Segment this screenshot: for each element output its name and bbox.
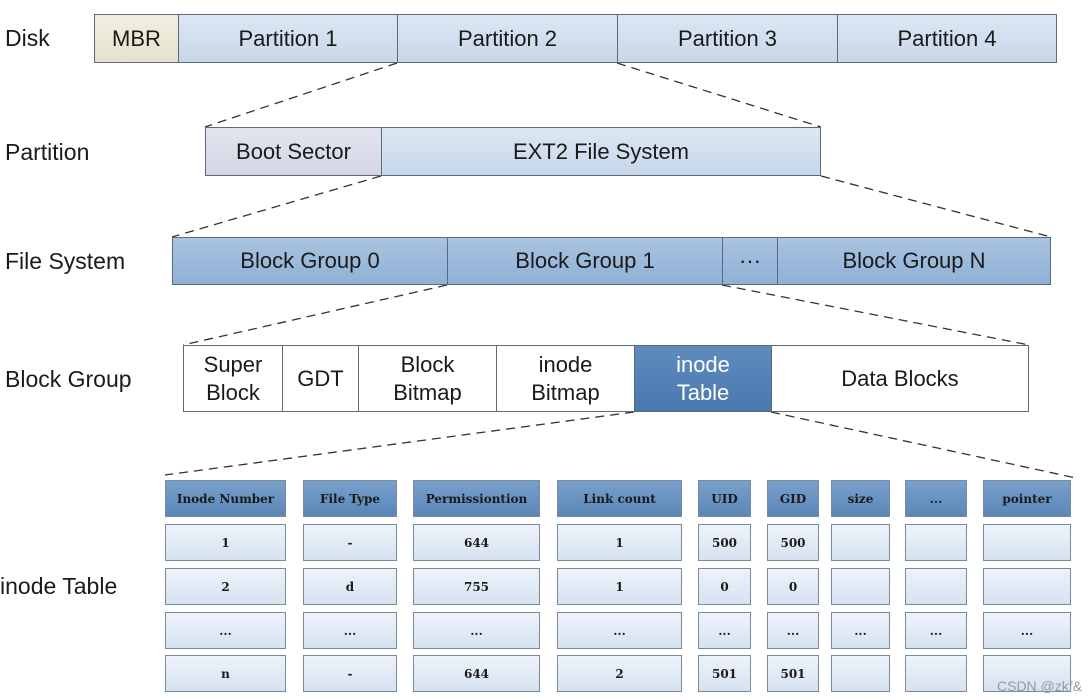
- inode-table-label: inode Table: [0, 573, 118, 599]
- block-group-cell: Block Group N: [778, 238, 1050, 284]
- mbr-cell: MBR: [95, 15, 179, 62]
- gdt-cell: GDT: [283, 346, 359, 411]
- cell-inode-number: 2: [165, 568, 286, 605]
- super-block-line: Super: [203, 352, 263, 377]
- ellipsis-cell: ···: [723, 238, 778, 284]
- cell-pointer: [983, 655, 1071, 692]
- cell-uid: 500: [698, 524, 751, 561]
- connector-line: [616, 62, 822, 128]
- cell-size: [831, 655, 890, 692]
- header-file-type: File Type: [303, 480, 397, 517]
- header-uid: UID: [698, 480, 751, 517]
- cell-more: [905, 655, 967, 692]
- inode-bitmap-line: Bitmap: [531, 379, 600, 405]
- cell-gid: 501: [767, 655, 819, 692]
- cell-permission: 644: [413, 655, 540, 692]
- cell-inode-number: ...: [165, 612, 286, 649]
- connector-line: [721, 284, 1030, 346]
- block-group-cell: Block Group 0: [173, 238, 448, 284]
- data-blocks-cell: Data Blocks: [772, 346, 1028, 411]
- connector-line: [204, 62, 398, 128]
- cell-link-count: 1: [557, 524, 682, 561]
- block-bitmap-line: Block: [400, 352, 455, 377]
- partition-row: Boot Sector EXT2 File System: [205, 127, 821, 176]
- partition-label: Partition: [5, 139, 90, 165]
- super-block-cell: Super Block: [184, 346, 283, 411]
- header-more: ...: [905, 480, 967, 517]
- disk-label: Disk: [5, 25, 50, 51]
- block-group-label: Block Group: [5, 366, 132, 392]
- inode-bitmap-cell: inode Bitmap: [497, 346, 635, 411]
- cell-size: ...: [831, 612, 890, 649]
- connector-line: [164, 411, 635, 476]
- cell-size: [831, 568, 890, 605]
- cell-gid: ...: [767, 612, 819, 649]
- cell-uid: ...: [698, 612, 751, 649]
- header-size: size: [831, 480, 890, 517]
- cell-link-count: ...: [557, 612, 682, 649]
- cell-gid: 0: [767, 568, 819, 605]
- disk-row: MBR Partition 1 Partition 2 Partition 3 …: [94, 14, 1057, 63]
- watermark: CSDN @zkf&: [997, 678, 1082, 694]
- file-system-label: File System: [5, 248, 126, 274]
- partition-cell: Partition 2: [398, 15, 618, 62]
- connector-line: [171, 175, 382, 238]
- super-block-line: Block: [206, 379, 260, 405]
- cell-link-count: 1: [557, 568, 682, 605]
- block-bitmap-line: Bitmap: [393, 379, 462, 405]
- cell-more: ...: [905, 612, 967, 649]
- cell-more: [905, 568, 967, 605]
- cell-gid: 500: [767, 524, 819, 561]
- connector-line: [770, 411, 1077, 479]
- partition-cell: Partition 3: [618, 15, 838, 62]
- cell-permission: ...: [413, 612, 540, 649]
- ext2-file-system-cell: EXT2 File System: [382, 128, 820, 175]
- inode-table-line: Table: [676, 379, 730, 405]
- cell-pointer: [983, 524, 1071, 561]
- cell-uid: 501: [698, 655, 751, 692]
- cell-file-type: ...: [303, 612, 397, 649]
- partition-cell: Partition 1: [179, 15, 398, 62]
- cell-more: [905, 524, 967, 561]
- block-group-row: Super Block GDT Block Bitmap inode Bitma…: [183, 345, 1029, 412]
- cell-inode-number: 1: [165, 524, 286, 561]
- inode-table-cell: inode Table: [635, 346, 772, 411]
- header-gid: GID: [767, 480, 819, 517]
- cell-permission: 644: [413, 524, 540, 561]
- cell-pointer: [983, 568, 1071, 605]
- block-group-cell: Block Group 1: [448, 238, 723, 284]
- header-pointer: pointer: [983, 480, 1071, 517]
- cell-inode-number: n: [165, 655, 286, 692]
- partition-cell: Partition 4: [838, 15, 1056, 62]
- header-link-count: Link count: [557, 480, 682, 517]
- header-permission: Permissiontion: [413, 480, 540, 517]
- cell-file-type: d: [303, 568, 397, 605]
- file-system-row: Block Group 0 Block Group 1 ··· Block Gr…: [172, 237, 1051, 285]
- connector-line: [820, 175, 1052, 238]
- boot-sector-cell: Boot Sector: [206, 128, 382, 175]
- cell-pointer: ...: [983, 612, 1071, 649]
- cell-uid: 0: [698, 568, 751, 605]
- inode-table-line: inode: [676, 352, 730, 377]
- cell-size: [831, 524, 890, 561]
- cell-file-type: -: [303, 524, 397, 561]
- block-bitmap-cell: Block Bitmap: [359, 346, 497, 411]
- cell-link-count: 2: [557, 655, 682, 692]
- connector-line: [182, 284, 448, 346]
- inode-bitmap-line: inode: [538, 352, 593, 377]
- header-inode-number: Inode Number: [165, 480, 286, 517]
- cell-file-type: -: [303, 655, 397, 692]
- cell-permission: 755: [413, 568, 540, 605]
